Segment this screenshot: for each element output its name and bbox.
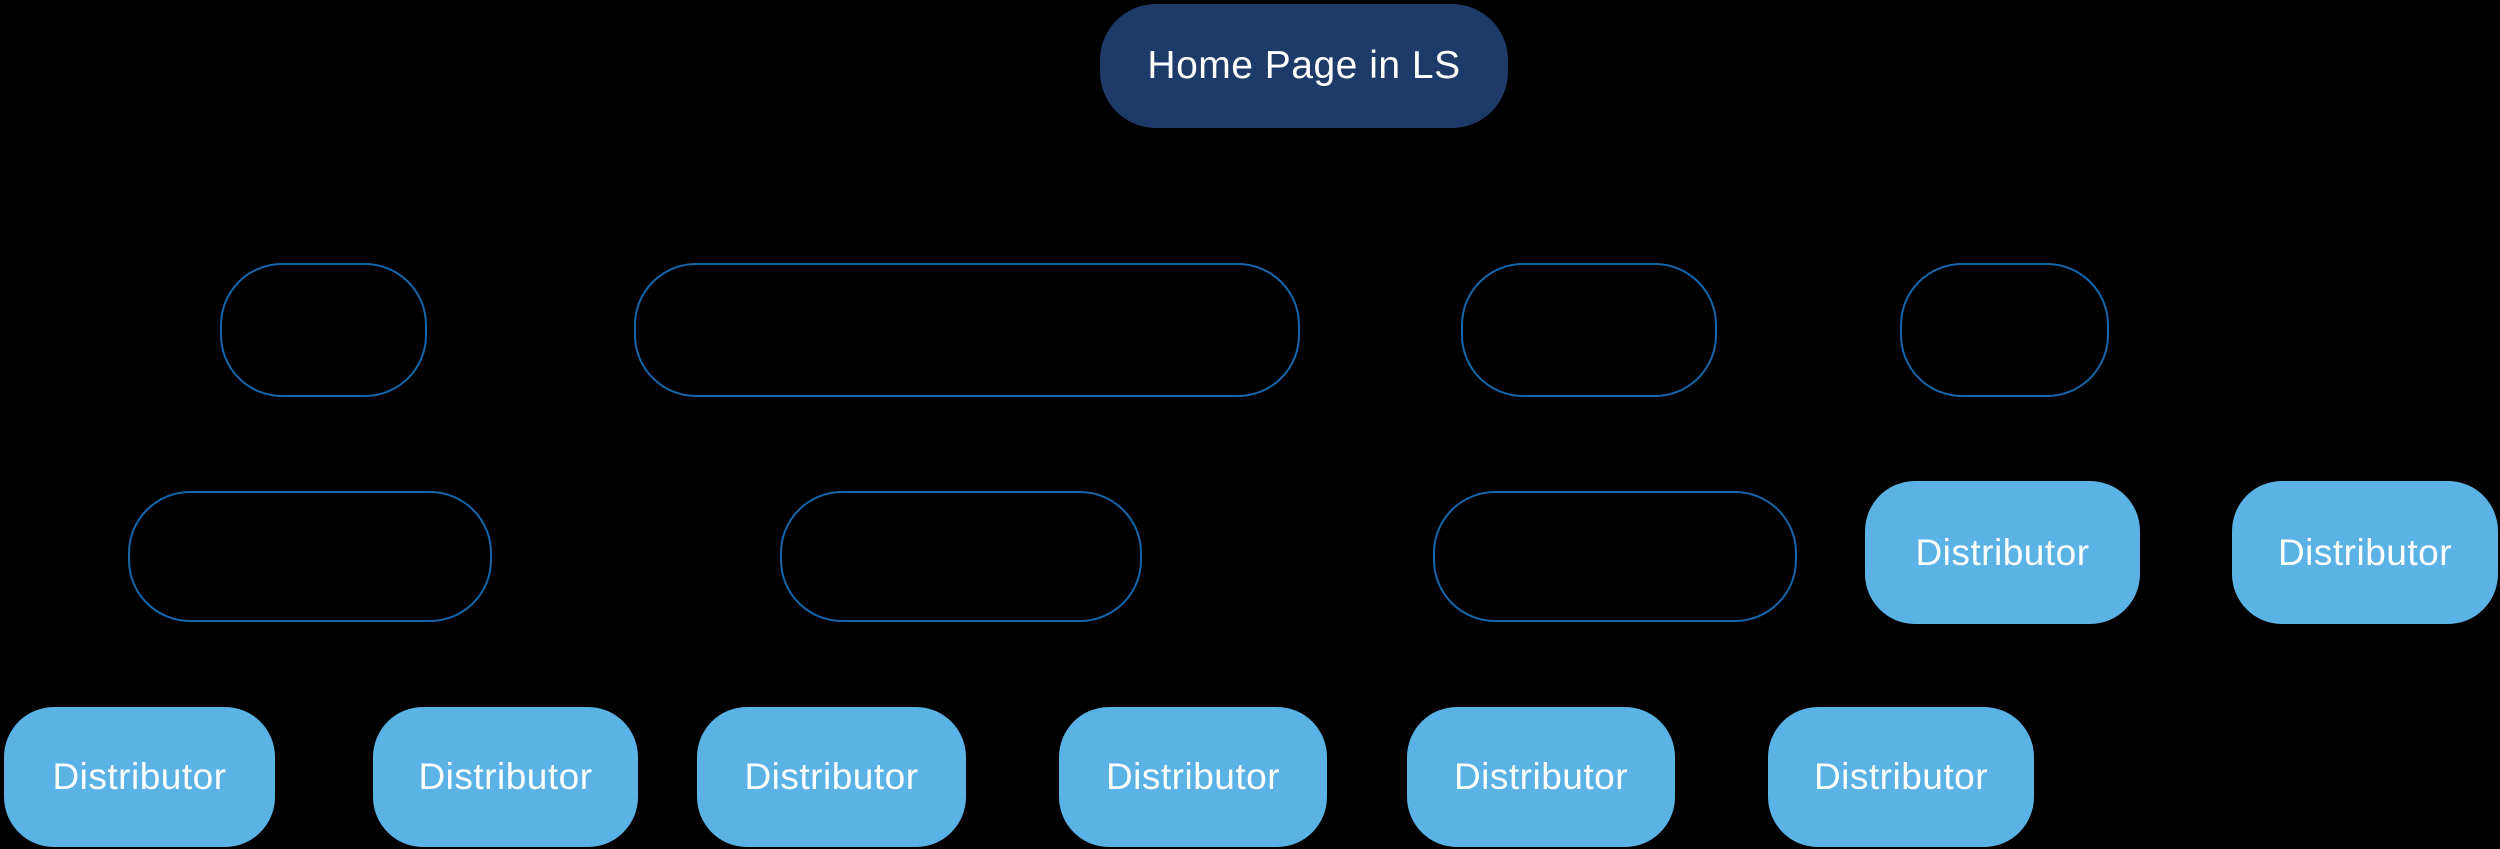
node-level3-distributor-1[interactable]: Distributor [1865, 481, 2140, 624]
node-level3-placeholder-1[interactable] [128, 491, 492, 622]
node-level4-distributor-2-label: Distributor [418, 756, 593, 797]
node-level2-placeholder-4[interactable] [1900, 263, 2109, 397]
node-level3-placeholder-3[interactable] [1433, 491, 1797, 622]
node-home-page[interactable]: Home Page in LS [1100, 4, 1508, 128]
node-level2-placeholder-3[interactable] [1461, 263, 1717, 397]
node-level3-distributor-2[interactable]: Distributor [2232, 481, 2498, 624]
node-level4-distributor-1-label: Distributor [52, 756, 227, 797]
node-level2-placeholder-2[interactable] [634, 263, 1300, 397]
node-level4-distributor-6-label: Distributor [1813, 756, 1989, 797]
node-level4-distributor-5-label: Distributor [1453, 756, 1629, 797]
node-home-page-label: Home Page in LS [1147, 44, 1461, 87]
node-level2-placeholder-1[interactable] [220, 263, 427, 397]
node-level4-distributor-5[interactable]: Distributor [1407, 707, 1675, 847]
node-level3-distributor-2-label: Distributor [2277, 531, 2453, 573]
node-level3-placeholder-2[interactable] [780, 491, 1142, 622]
node-level4-distributor-2[interactable]: Distributor [373, 707, 638, 847]
node-level4-distributor-3[interactable]: Distributor [697, 707, 966, 847]
node-level3-distributor-1-label: Distributor [1915, 531, 2090, 573]
node-level4-distributor-3-label: Distributor [744, 756, 919, 797]
node-level4-distributor-6[interactable]: Distributor [1768, 707, 2034, 847]
node-level4-distributor-4-label: Distributor [1105, 756, 1281, 797]
node-level4-distributor-1[interactable]: Distributor [4, 707, 275, 847]
node-level4-distributor-4[interactable]: Distributor [1059, 707, 1327, 847]
